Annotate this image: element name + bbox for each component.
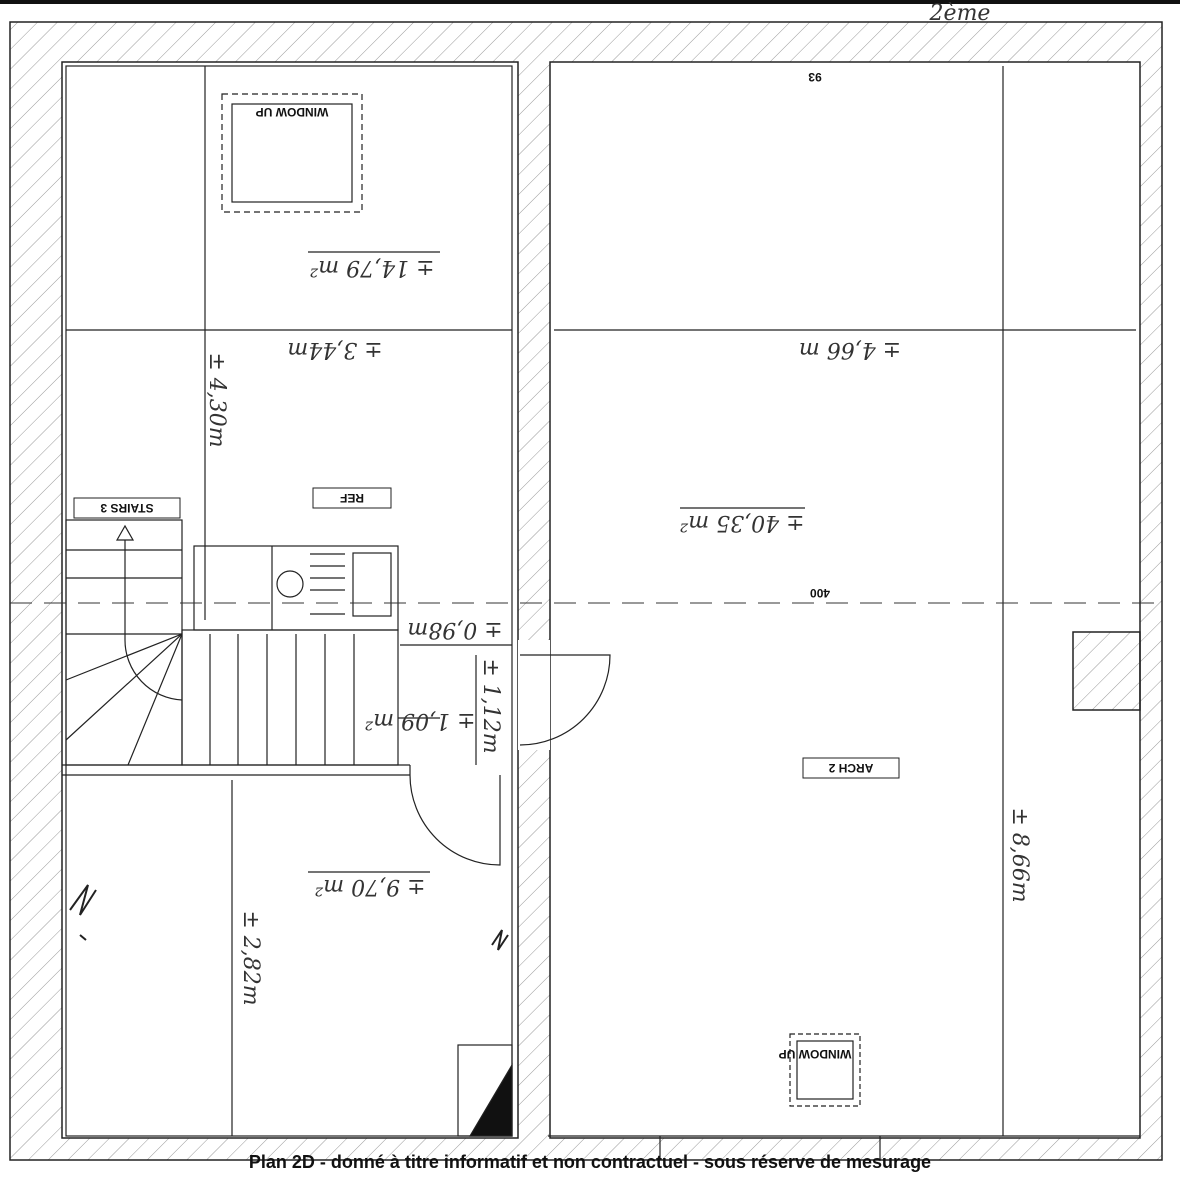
arch-tag-box (802, 757, 900, 779)
floor-label: 2ème (929, 1, 991, 26)
room-area-top-left: ± 14,79 m² (309, 255, 434, 280)
stairs-tag: STAIRS 3 (100, 501, 153, 515)
top-edge (0, 0, 1180, 4)
depth-right: ± 8,66m (1007, 807, 1032, 902)
ref-tag-box (312, 487, 392, 509)
depth-bottom-left: ± 2,82m (238, 910, 263, 1005)
interior-lines (62, 65, 1140, 1160)
arch-tag: ARCH 2 (828, 761, 873, 775)
outer-walls (9, 21, 1163, 1161)
ref-tag: REF (340, 491, 364, 505)
landing-width: ± 0,98m (407, 617, 502, 642)
electric-symbol-icon (491, 929, 509, 951)
width-top-left: ± 3,44m (287, 337, 382, 362)
room-area-bottom-left: ± 9,70 m² (314, 874, 425, 899)
door-width: ± 1,12m (478, 658, 503, 753)
stairs-tag-box (73, 497, 181, 519)
room-area-right: ± 40,35 m² (679, 510, 804, 535)
height-marker-top: 93 (808, 70, 822, 84)
disclaimer-caption: Plan 2D - donné à titre informatif et no… (248, 1152, 932, 1172)
window-up-label: WINDOW UP (256, 105, 329, 119)
window-up-label: WINDOW UP (779, 1047, 852, 1061)
depth-top-left: ± 4,30m (204, 352, 229, 447)
height-marker-mid: 400 (810, 586, 830, 600)
width-right: ± 4,66 m (799, 337, 901, 362)
electric-symbol-icon (69, 884, 97, 941)
landing-area: ± 1,09 m² (364, 708, 475, 733)
